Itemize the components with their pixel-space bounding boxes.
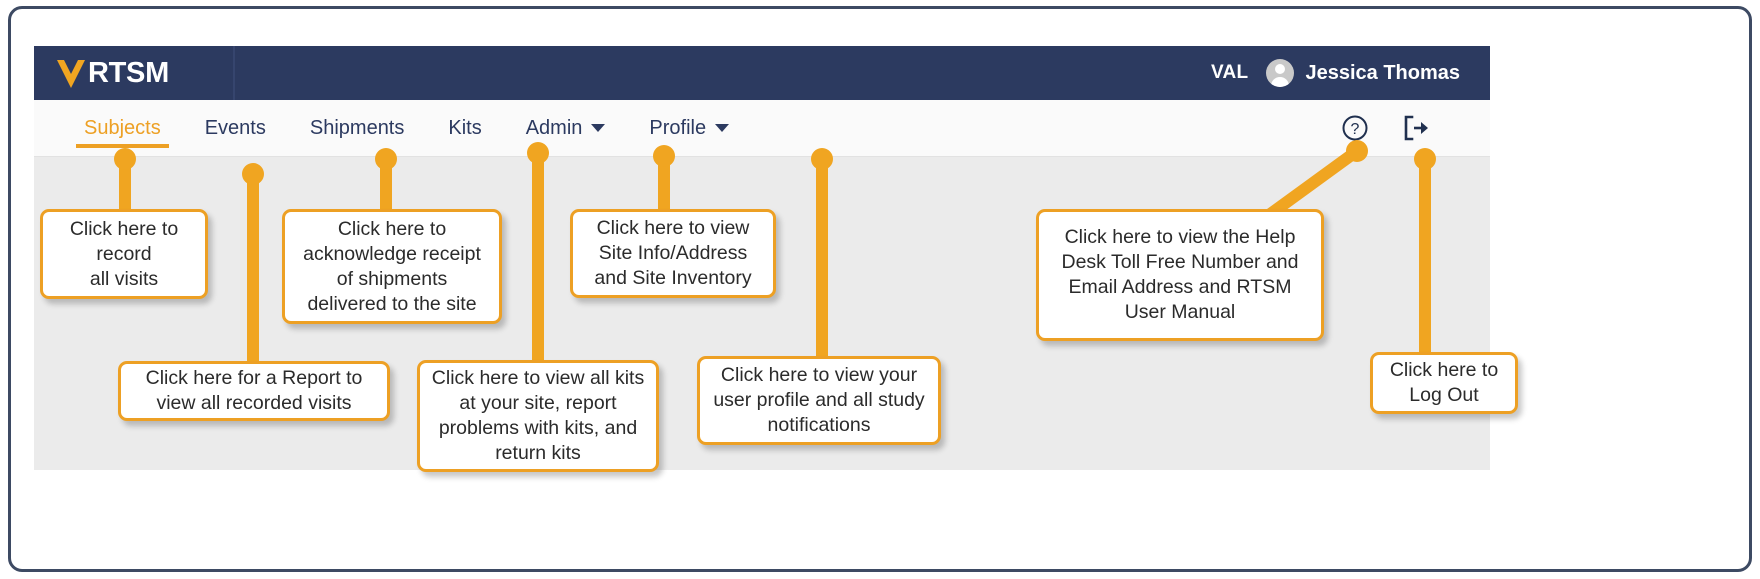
callout-shipments: Click here to acknowledge receipt of shi…: [282, 209, 502, 324]
callout-help: Click here to view the Help Desk Toll Fr…: [1036, 209, 1324, 341]
brand-name: RTSM: [88, 56, 169, 89]
leader-dot-events: [242, 163, 264, 185]
chevron-down-icon: [591, 124, 606, 132]
nav-item-admin[interactable]: Admin: [504, 100, 628, 156]
nav-item-kits[interactable]: Kits: [426, 100, 503, 156]
nav-items: Subjects Events Shipments Kits Admin Pro…: [34, 100, 751, 156]
user-avatar-icon: [1266, 59, 1295, 87]
callout-subjects: Click here to record all visits: [40, 209, 208, 299]
main-nav-bar: Subjects Events Shipments Kits Admin Pro…: [34, 100, 1490, 157]
leader-line-admin: [658, 152, 670, 212]
callout-logout: Click here to Log Out: [1370, 352, 1518, 414]
leader-line-kits: [532, 149, 544, 364]
nav-item-label: Admin: [525, 116, 583, 139]
logout-exit-arrow-icon: [1404, 115, 1428, 141]
environment-label: VAL: [1210, 62, 1249, 83]
brand-logo[interactable]: RTSM: [34, 46, 169, 100]
header-right-group: VAL Jessica Thomas: [1211, 59, 1490, 87]
leader-dot-logout: [1414, 148, 1436, 170]
callout-kits: Click here to view all kits at your site…: [417, 360, 659, 472]
nav-item-label: Profile: [649, 116, 707, 139]
leader-dot-kits: [527, 142, 549, 164]
header-divider: [232, 46, 235, 100]
nav-item-label: Shipments: [309, 116, 405, 139]
nav-item-events[interactable]: Events: [183, 100, 288, 156]
leader-dot-admin: [653, 145, 675, 167]
help-button[interactable]: ?: [1340, 113, 1370, 143]
nav-item-profile[interactable]: Profile: [627, 100, 751, 156]
nav-item-subjects[interactable]: Subjects: [62, 100, 183, 156]
user-name: Jessica Thomas: [1305, 61, 1460, 84]
callout-profile: Click here to view your user profile and…: [697, 356, 941, 445]
user-menu[interactable]: Jessica Thomas: [1266, 59, 1460, 87]
leader-line-profile: [816, 155, 828, 360]
nav-item-label: Kits: [448, 116, 482, 139]
leader-dot-help: [1346, 140, 1368, 162]
svg-text:?: ?: [1351, 121, 1360, 138]
leader-dot-shipments: [375, 148, 397, 170]
nav-item-label: Events: [204, 116, 266, 139]
nav-item-shipments[interactable]: Shipments: [288, 100, 427, 156]
help-question-circle-icon: ?: [1342, 115, 1368, 141]
leader-line-events: [247, 170, 259, 365]
callout-events: Click here for a Report to view all reco…: [118, 361, 390, 421]
chevron-down-icon: [715, 124, 730, 132]
app-header: RTSM VAL Jessica Thomas: [34, 46, 1490, 100]
leader-line-logout: [1419, 155, 1431, 355]
veeva-v-logo-icon: [57, 60, 85, 88]
nav-item-label: Subjects: [84, 116, 161, 139]
callout-admin: Click here to view Site Info/Address and…: [570, 209, 776, 298]
leader-dot-profile: [811, 148, 833, 170]
page-canvas-top-strip: [34, 157, 1490, 179]
logout-button[interactable]: [1402, 113, 1432, 143]
nav-right-group: ?: [1340, 100, 1490, 156]
leader-dot-subjects: [114, 148, 136, 170]
